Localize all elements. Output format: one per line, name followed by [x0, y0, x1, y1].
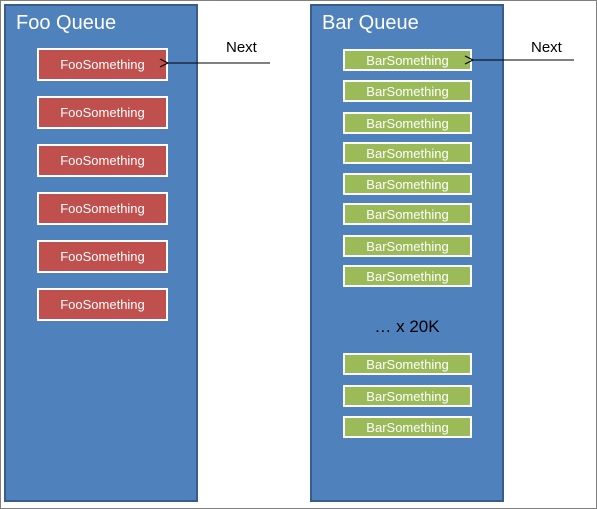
bar-queue-item: BarSomething	[343, 112, 472, 134]
bar-queue: Bar Queue BarSomething BarSomething BarS…	[310, 4, 504, 502]
bar-queue-item: BarSomething	[343, 235, 472, 257]
foo-queue-item: FooSomething	[37, 144, 168, 177]
bar-queue-title: Bar Queue	[322, 12, 419, 34]
foo-queue-item: FooSomething	[37, 96, 168, 129]
foo-queue-title: Foo Queue	[16, 12, 117, 34]
foo-queue: Foo Queue FooSomething FooSomething FooS…	[4, 4, 198, 502]
bar-next-label: Next	[531, 39, 562, 56]
bar-queue-item: BarSomething	[343, 353, 472, 375]
bar-queue-item: BarSomething	[343, 203, 472, 225]
bar-queue-ellipsis: … x 20K	[374, 317, 440, 336]
foo-queue-item: FooSomething	[37, 192, 168, 225]
bar-queue-item: BarSomething	[343, 416, 472, 438]
foo-queue-item: FooSomething	[37, 48, 168, 81]
foo-queue-item: FooSomething	[37, 240, 168, 273]
foo-next-label: Next	[226, 39, 257, 56]
bar-queue-item: BarSomething	[343, 80, 472, 102]
foo-queue-item: FooSomething	[37, 288, 168, 321]
bar-queue-item: BarSomething	[343, 142, 472, 164]
bar-queue-item: BarSomething	[343, 265, 472, 287]
bar-queue-item: BarSomething	[343, 385, 472, 407]
bar-queue-item: BarSomething	[343, 49, 472, 71]
bar-queue-item: BarSomething	[343, 173, 472, 195]
